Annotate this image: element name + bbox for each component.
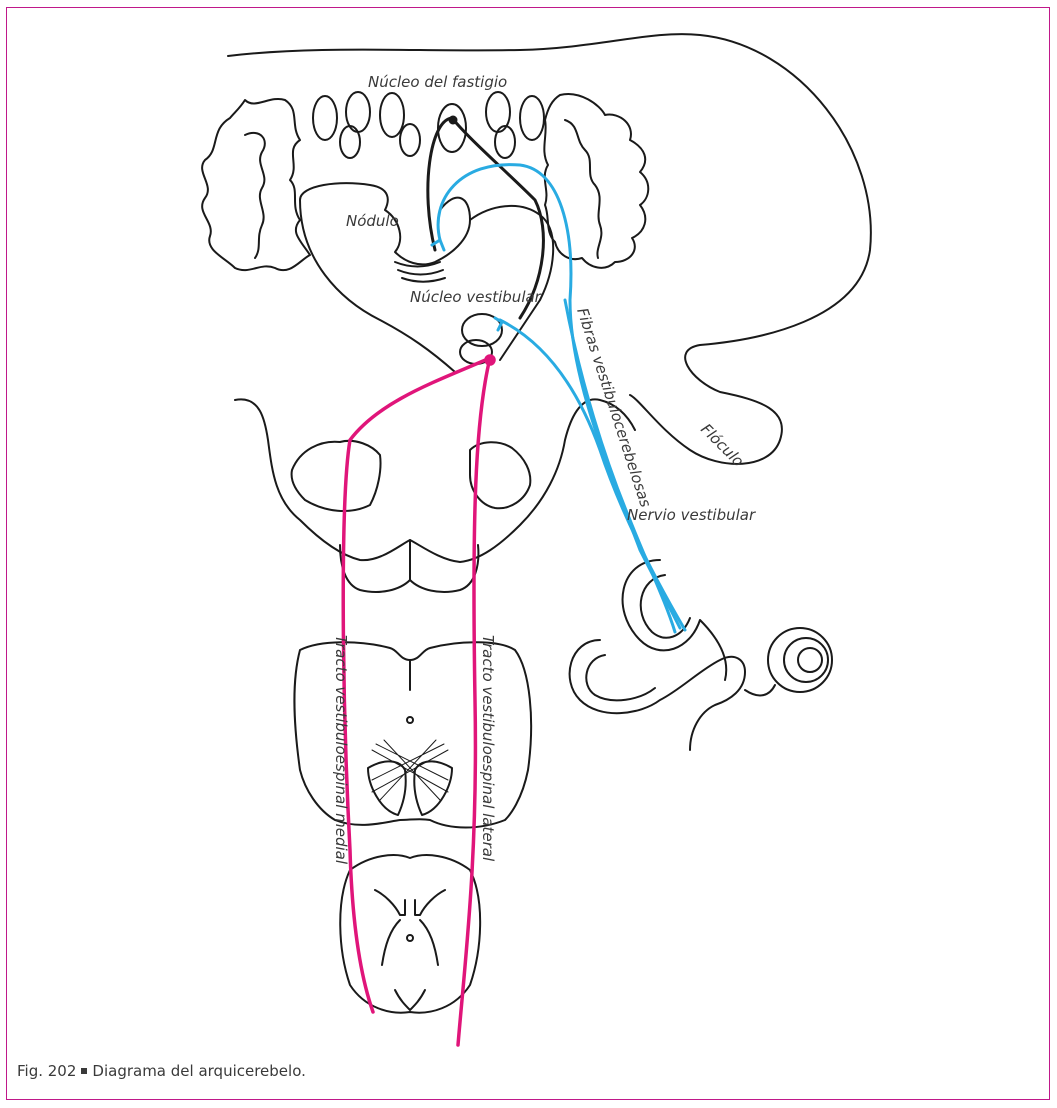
left-folia-inner [245, 133, 265, 258]
lobule [495, 126, 515, 158]
lobule [340, 126, 360, 158]
mid-left-folia [292, 441, 381, 511]
cochlea-base [745, 685, 775, 695]
label-tracto-lateral: Tracto vestibuloespinal lateral [479, 635, 497, 862]
decussation [372, 740, 448, 800]
anterior-fissure [395, 990, 425, 1010]
left-folia [202, 99, 310, 270]
label-nucleo-fastigio: Núcleo del fastigio [368, 73, 507, 91]
lobule [380, 93, 404, 137]
lobule [400, 124, 420, 156]
right-folia-inner [565, 120, 601, 258]
bullet-square-icon [81, 1068, 87, 1074]
right-folia [544, 94, 648, 268]
central-canal [407, 717, 413, 723]
label-nodulo: Nódulo [346, 212, 399, 230]
brainstem-mid-outline [235, 399, 635, 562]
cochlea-inner [798, 648, 822, 672]
caption-text: Diagrama del arquicerebelo. [92, 1062, 305, 1080]
arquicerebelo-diagram: Núcleo del fastigio Nódulo Núcleo vestib… [0, 0, 1057, 1055]
figure-caption: Fig. 202 Diagrama del arquicerebelo. [17, 1062, 306, 1080]
label-nucleo-vestibular: Núcleo vestibular [410, 288, 542, 306]
figure-number: Fig. 202 [17, 1062, 76, 1080]
lobule [313, 96, 337, 140]
pyramid-right [414, 761, 452, 815]
spinal-cord-outline [340, 855, 480, 1013]
spinal-central-canal [407, 935, 413, 941]
grey-matter [375, 890, 445, 965]
cerebellum-outline [228, 34, 871, 464]
fastigial-terminal [450, 117, 456, 123]
label-nervio-vestibular: Nervio vestibular [627, 506, 756, 524]
vestibulospinal-origin [486, 356, 494, 364]
lobule [520, 96, 544, 140]
pyramid-left [368, 761, 406, 815]
nodulus-body [300, 183, 553, 372]
label-tracto-medial: Tracto vestibuloespinal medial [332, 635, 350, 865]
